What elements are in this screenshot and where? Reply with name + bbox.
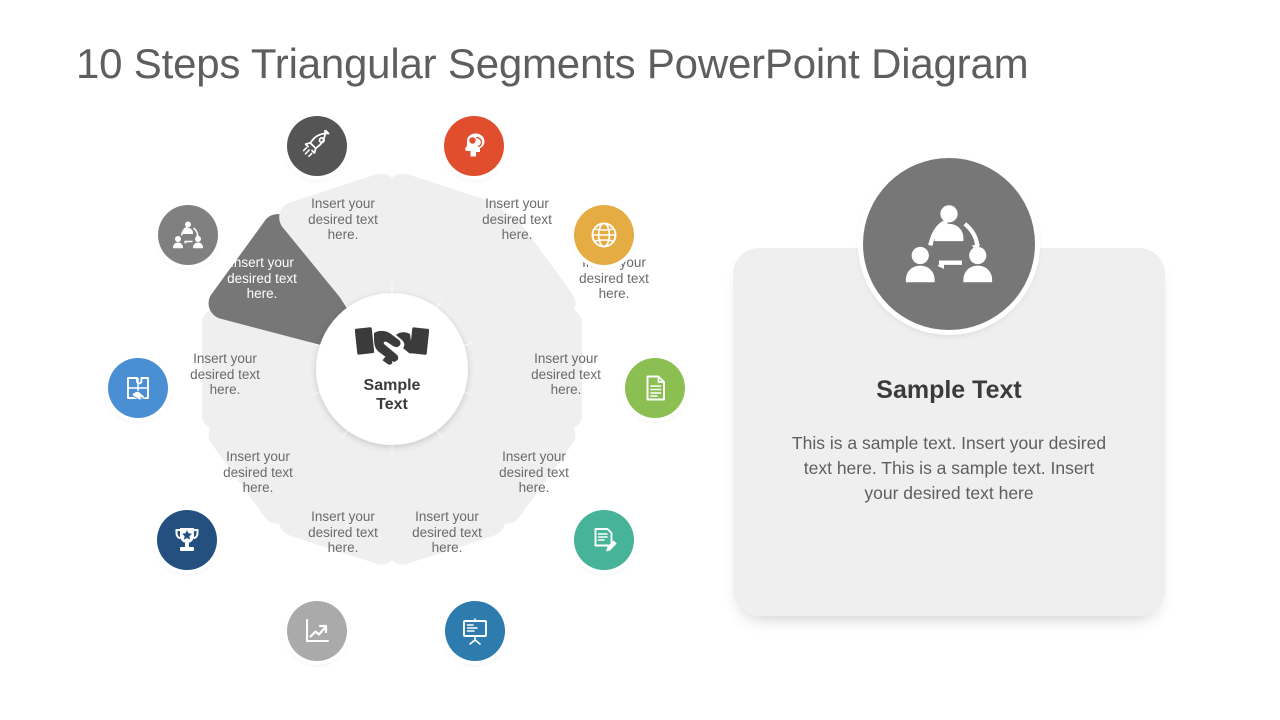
- segment-icon-4-edit-note-icon[interactable]: [574, 510, 634, 570]
- panel-team-network-icon[interactable]: [863, 158, 1035, 330]
- sample-text-panel: Sample Text This is a sample text. Inser…: [733, 248, 1165, 616]
- segment-icon-3-document-icon[interactable]: [625, 358, 685, 418]
- segment-icon-9-team-network-icon[interactable]: [158, 205, 218, 265]
- center-hub[interactable]: Sample Text: [316, 293, 468, 445]
- segment-icon-7-trophy-icon[interactable]: [157, 510, 217, 570]
- center-label-line1: Sample: [363, 376, 421, 394]
- segment-icon-10-rocket-icon[interactable]: [287, 116, 347, 176]
- segment-shape-3[interactable]: [406, 307, 582, 431]
- segment-icon-5-presentation-icon[interactable]: [445, 601, 505, 661]
- center-hub-label: Sample Text: [364, 376, 421, 414]
- panel-body-text: This is a sample text. Insert your desir…: [791, 433, 1107, 503]
- segment-shape-8[interactable]: [202, 307, 378, 431]
- page-title: 10 Steps Triangular Segments PowerPoint …: [76, 40, 1029, 87]
- center-label-line2: Text: [376, 395, 408, 413]
- segment-icon-6-growth-chart-icon[interactable]: [287, 601, 347, 661]
- handshake-icon: [354, 325, 430, 372]
- segment-icon-1-brain-head-icon[interactable]: [444, 116, 504, 176]
- segment-icon-2-globe-icon[interactable]: [574, 205, 634, 265]
- segment-wheel-diagram: Insert your desired text here. Insert yo…: [88, 95, 708, 685]
- segment-icon-8-puzzle-hand-icon[interactable]: [108, 358, 168, 418]
- panel-heading: Sample Text: [876, 376, 1022, 404]
